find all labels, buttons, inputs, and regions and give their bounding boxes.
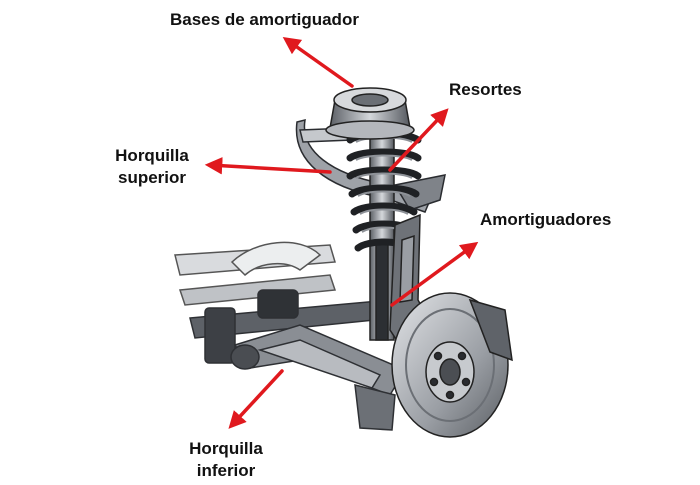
brake-disc (391, 292, 513, 438)
shock-absorber-body (369, 129, 395, 341)
label-lower-arm-line1: Horquilla (189, 439, 263, 458)
strut-mount (325, 87, 415, 140)
label-lower-arm: Horquilla inferior (178, 438, 274, 482)
label-upper-arm: Horquilla superior (104, 145, 200, 189)
label-shock-absorbers: Amortiguadores (480, 210, 612, 229)
label-shock-mounts: Bases de amortiguador (170, 10, 359, 29)
arrow-shock-absorbers (390, 241, 479, 307)
label-upper-arm-line1: Horquilla (115, 146, 189, 165)
arrow-springs (388, 108, 449, 172)
arrow-upper-arm (204, 156, 332, 175)
steering-rack (174, 241, 337, 306)
lower-control-arm (230, 324, 407, 431)
label-upper-arm-line2: superior (117, 168, 187, 187)
sway-bar (189, 289, 396, 364)
label-springs: Resortes (449, 80, 522, 99)
arrow-shock-mounts (282, 36, 354, 88)
annotation-arrows (204, 36, 479, 429)
arrow-lower-arm (228, 369, 284, 429)
label-lower-arm-line2: inferior (196, 461, 256, 480)
